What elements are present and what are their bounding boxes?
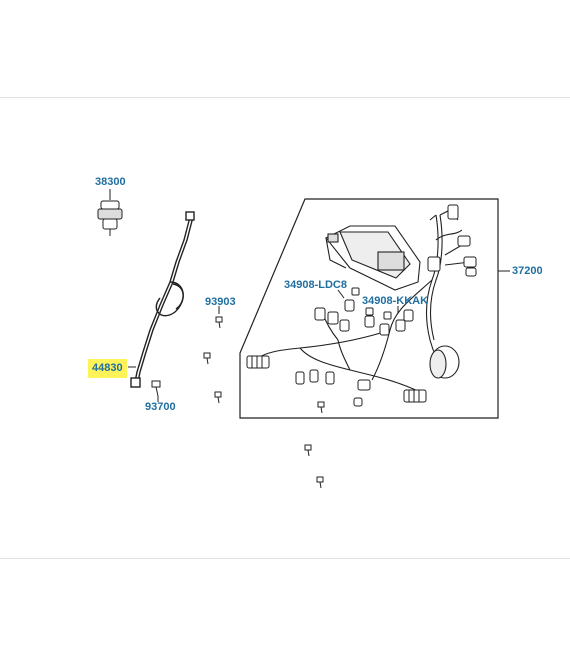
leader-lines [109, 189, 510, 402]
part-label-37200[interactable]: 37200 [512, 265, 543, 277]
part-label-38300[interactable]: 38300 [95, 176, 126, 188]
part-label-44830[interactable]: 44830 [88, 359, 127, 378]
multi-pin-connectors [246, 355, 427, 403]
diagram-frame [0, 97, 570, 559]
speedometer-cable-44830 [130, 211, 195, 388]
part-label-34908-kkak[interactable]: 34908-KKAK [362, 295, 429, 307]
buzzer-cylinder [429, 345, 460, 379]
part-label-93700[interactable]: 93700 [145, 401, 176, 413]
part-label-34908-ldc8[interactable]: 34908-LDC8 [284, 279, 347, 291]
bulb-sockets [295, 287, 414, 407]
screw-93700 [151, 380, 161, 397]
part-label-93903[interactable]: 93903 [205, 296, 236, 308]
meter-assembly-outline [239, 198, 499, 419]
speed-sensor-38300 [97, 190, 123, 236]
top-connectors [427, 204, 477, 277]
screws [203, 316, 325, 489]
meter-body [325, 225, 421, 291]
